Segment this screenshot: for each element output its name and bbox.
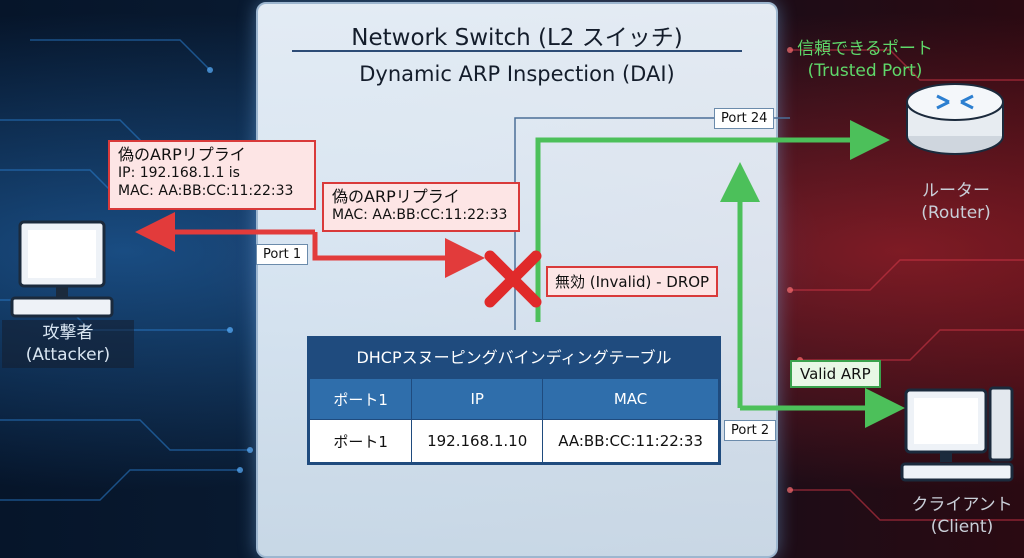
attacker-line1: 攻撃者 xyxy=(42,323,94,343)
fake-reply-inner-mac: MAC: AA:BB:CC:11:22:33 xyxy=(332,207,508,223)
table-header-ip: IP xyxy=(411,378,544,420)
drop-x-icon xyxy=(484,250,542,308)
client-line1: クライアント xyxy=(911,495,1013,515)
table-header-row: ポート1 IP MAC xyxy=(308,378,719,420)
port-2-label: Port 2 xyxy=(724,420,777,441)
valid-arp-label: Valid ARP xyxy=(790,360,881,388)
attacker-line2: (Attacker) xyxy=(25,345,111,365)
trusted-port-line2: (Trusted Port) xyxy=(807,61,923,81)
dhcp-snooping-binding-table: DHCPスヌーピングバインディングテーブル ポート1 IP MAC ポート1 1… xyxy=(307,336,721,465)
computer-icon xyxy=(900,386,1014,482)
attacker-label: 攻撃者 (Attacker) xyxy=(2,320,134,368)
client-line2: (Client) xyxy=(930,517,994,537)
fake-arp-reply-left: 偽のARPリプライ IP: 192.168.1.1 is MAC: AA:BB:… xyxy=(108,140,316,210)
switch-title: Network Switch (L2 スイッチ) xyxy=(351,25,683,51)
port-1-label: Port 1 xyxy=(256,244,309,265)
table-title: DHCPスヌーピングバインディングテーブル xyxy=(309,338,719,378)
drop-label: 無効 (Invalid) - DROP xyxy=(546,266,719,297)
binding-table: ポート1 IP MAC ポート1 192.168.1.10 AA:BB:CC:1… xyxy=(308,378,719,463)
table-cell-mac: AA:BB:CC:11:22:33 xyxy=(542,419,719,463)
client-label: クライアント (Client) xyxy=(900,494,1024,538)
table-cell-ip: 192.168.1.10 xyxy=(411,419,544,463)
router-line2: (Router) xyxy=(921,203,991,223)
router-line1: ルーター xyxy=(922,181,990,201)
fake-arp-reply-inner: 偽のARPリプライ MAC: AA:BB:CC:11:22:33 xyxy=(322,182,520,232)
switch-internal-line xyxy=(514,117,790,330)
router-label: ルーター (Router) xyxy=(906,180,1006,224)
fake-reply-left-title: 偽のARPリプライ xyxy=(118,145,246,164)
computer-icon xyxy=(10,220,114,318)
fake-reply-left-mac: MAC: AA:BB:CC:11:22:33 xyxy=(118,183,294,199)
port-24-label: Port 24 xyxy=(714,108,775,129)
trusted-port-line1: 信頼できるポート xyxy=(797,39,933,59)
table-cell-port: ポート1 xyxy=(308,419,413,463)
trusted-port-label: 信頼できるポート (Trusted Port) xyxy=(770,38,960,82)
fake-reply-inner-title: 偽のARPリプライ xyxy=(332,187,460,206)
router-icon xyxy=(906,83,1004,155)
table-header-mac: MAC xyxy=(542,378,719,420)
attack-arrow-to-switch xyxy=(312,232,485,278)
fake-reply-left-ip: IP: 192.168.1.1 is xyxy=(118,165,240,181)
table-row: ポート1 192.168.1.10 AA:BB:CC:11:22:33 xyxy=(308,419,719,463)
table-header-port: ポート1 xyxy=(308,378,413,420)
title-divider xyxy=(292,50,742,52)
switch-subtitle: Dynamic ARP Inspection (DAI) xyxy=(359,62,675,86)
